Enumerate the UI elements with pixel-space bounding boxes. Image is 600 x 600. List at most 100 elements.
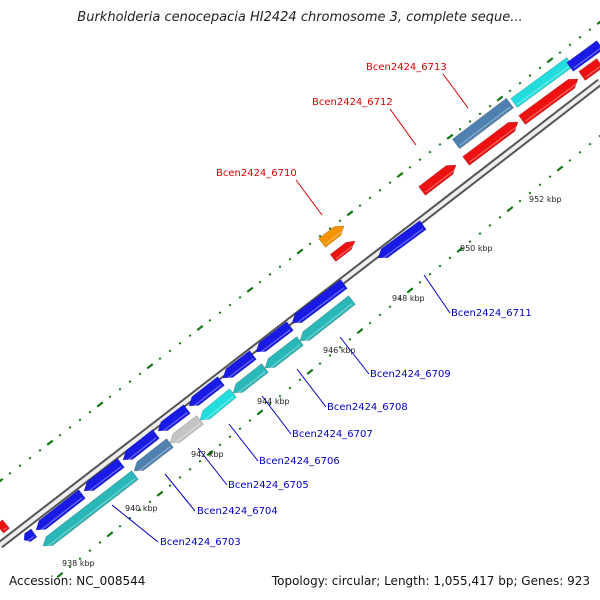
minor-tick [168, 484, 172, 487]
gene-6713-highlight [459, 106, 511, 146]
gene-fwd-b[interactable] [518, 78, 579, 125]
gene-rev-b[interactable] [35, 489, 86, 531]
gene-rev-c[interactable] [83, 458, 125, 492]
gene-6708-highlight [268, 344, 301, 370]
minor-tick [348, 337, 352, 341]
forward-gene-label[interactable]: Bcen2424_6710 [216, 168, 297, 179]
gene-6712-highlight [425, 168, 457, 193]
major-tick [596, 20, 600, 26]
gene-6710[interactable] [318, 225, 345, 248]
minor-tick [188, 334, 192, 338]
forward-gene-label[interactable]: Bcen2424_6712 [312, 97, 393, 108]
gene-fwd-small[interactable] [329, 240, 356, 262]
major-tick [446, 133, 454, 140]
major-tick [456, 246, 464, 253]
gene-6703[interactable] [42, 470, 139, 547]
minor-tick [258, 280, 262, 284]
minor-tick [418, 158, 422, 162]
minor-tick [418, 280, 422, 284]
minor-tick [528, 191, 532, 195]
gene-features [0, 40, 600, 548]
reverse-gene-label[interactable]: Bcen2424_6704 [197, 506, 278, 517]
reverse-leader-line [296, 368, 327, 408]
minor-tick [448, 256, 452, 260]
minor-tick [368, 196, 372, 200]
reverse-gene-label[interactable]: Bcen2424_6708 [327, 402, 408, 413]
major-tick [106, 531, 114, 538]
reverse-leader-line [339, 336, 370, 375]
minor-tick [328, 227, 332, 230]
gene-fwd-blue[interactable] [566, 40, 600, 72]
reverse-gene-label[interactable]: Bcen2424_6707 [292, 429, 373, 440]
gene-rev-a[interactable] [23, 528, 38, 542]
minor-tick [588, 142, 592, 146]
reverse-gene-label[interactable]: Bcen2424_6711 [451, 308, 532, 319]
forward-leader-line [295, 179, 323, 216]
minor-tick [308, 242, 312, 246]
minor-tick [228, 435, 232, 439]
gene-rev-i-highlight [295, 287, 345, 325]
minor-tick [528, 74, 532, 77]
gene-6713[interactable] [451, 97, 515, 150]
minor-tick [278, 265, 282, 269]
reverse-gene-label[interactable]: Bcen2424_6703 [160, 537, 241, 548]
minor-tick [518, 199, 522, 203]
forward-leader-line [442, 73, 469, 109]
major-tick [406, 287, 414, 294]
reverse-leader-line [423, 274, 451, 314]
gene-rev-f[interactable] [188, 376, 225, 407]
forward-gene-label[interactable]: Bcen2424_6713 [366, 62, 447, 73]
gene-rev-d[interactable] [122, 429, 160, 461]
gene-fwd-red-edge-highlight [3, 527, 7, 531]
minor-tick [488, 224, 492, 227]
reverse-gene-label[interactable]: Bcen2424_6709 [370, 369, 451, 380]
minor-tick [198, 459, 202, 463]
gene-rev-e[interactable] [157, 404, 191, 432]
gene-fwd-c[interactable] [578, 58, 600, 81]
topology-text: Topology: circular; Length: 1,055,417 bp… [271, 574, 590, 588]
minor-tick [318, 234, 322, 238]
minor-tick [188, 467, 192, 471]
gene-6709[interactable] [299, 295, 356, 342]
minor-tick [238, 295, 242, 299]
gene-fwd-red-edge[interactable] [0, 519, 10, 534]
gene-rev-g[interactable] [222, 350, 257, 379]
minor-tick [428, 272, 432, 276]
gene-fwd-b-highlight [525, 82, 579, 122]
major-tick [296, 248, 304, 255]
gene-6711-highlight [381, 228, 424, 260]
major-tick [356, 328, 364, 335]
gene-fwd-cyan[interactable] [510, 57, 574, 108]
major-tick [96, 401, 104, 408]
minor-tick [128, 380, 132, 383]
reverse-gene-label[interactable]: Bcen2424_6706 [259, 456, 340, 467]
gene-6711[interactable] [377, 220, 427, 259]
minor-tick [478, 112, 482, 116]
minor-tick [78, 418, 82, 422]
scale-label: 940 kbp [125, 504, 158, 513]
minor-tick [268, 273, 272, 276]
minor-tick [488, 104, 492, 108]
minor-tick [368, 321, 372, 325]
minor-tick [598, 134, 600, 138]
major-tick [506, 206, 514, 213]
gene-rev-c-highlight [87, 466, 122, 493]
minor-tick [468, 120, 472, 123]
gene-6712[interactable] [418, 164, 457, 196]
accession-text: Accession: NC_008544 [9, 574, 146, 588]
reverse-gene-label[interactable]: Bcen2424_6705 [228, 480, 309, 491]
gene-rev-h[interactable] [255, 321, 294, 353]
major-tick [196, 324, 204, 332]
major-tick [556, 165, 564, 172]
map-title: Burkholderia cenocepacia HI2424 chromoso… [77, 10, 523, 25]
reverse-leader-line [164, 473, 196, 512]
minor-tick [568, 43, 572, 47]
gene-rev-i[interactable] [291, 279, 348, 324]
minor-tick [498, 215, 502, 219]
minor-tick [408, 165, 412, 169]
major-tick [0, 477, 4, 483]
gene-fwd-a[interactable] [462, 121, 519, 166]
gene-fwd-a-highlight [469, 125, 519, 163]
gene-rev-a-highlight [26, 535, 35, 542]
minor-tick [558, 51, 562, 55]
